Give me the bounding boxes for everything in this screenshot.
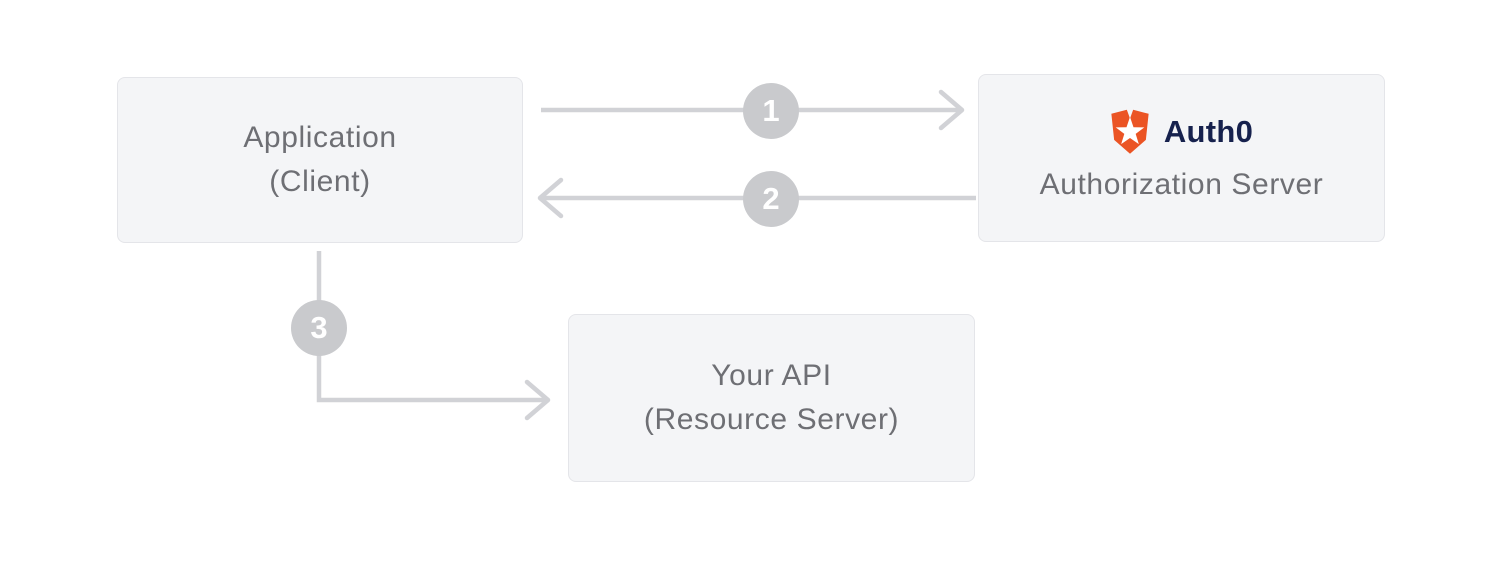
authorization-server-label: Authorization Server [1039, 168, 1324, 201]
node-api-resource-server: Your API (Resource Server) [568, 314, 975, 482]
node-authorization-server: Auth0 Authorization Server [978, 74, 1385, 242]
api-label-line1: Your API [711, 359, 832, 392]
application-label-line2: (Client) [269, 165, 371, 198]
step-badge-3: 3 [291, 300, 347, 356]
step-number-3: 3 [310, 310, 328, 345]
step-badge-1: 1 [743, 83, 799, 139]
node-application-client: Application (Client) [117, 77, 523, 243]
step-number-2: 2 [762, 181, 780, 216]
application-label-line1: Application [243, 121, 397, 154]
auth0-shield-icon [1111, 109, 1149, 154]
api-label-line2: (Resource Server) [643, 403, 900, 436]
step-number-1: 1 [762, 93, 780, 128]
auth0-logo: Auth0 [1110, 109, 1253, 155]
arrow-step-3 [316, 251, 551, 421]
auth0-wordmark: Auth0 [1163, 114, 1254, 149]
step-badge-2: 2 [743, 171, 799, 227]
